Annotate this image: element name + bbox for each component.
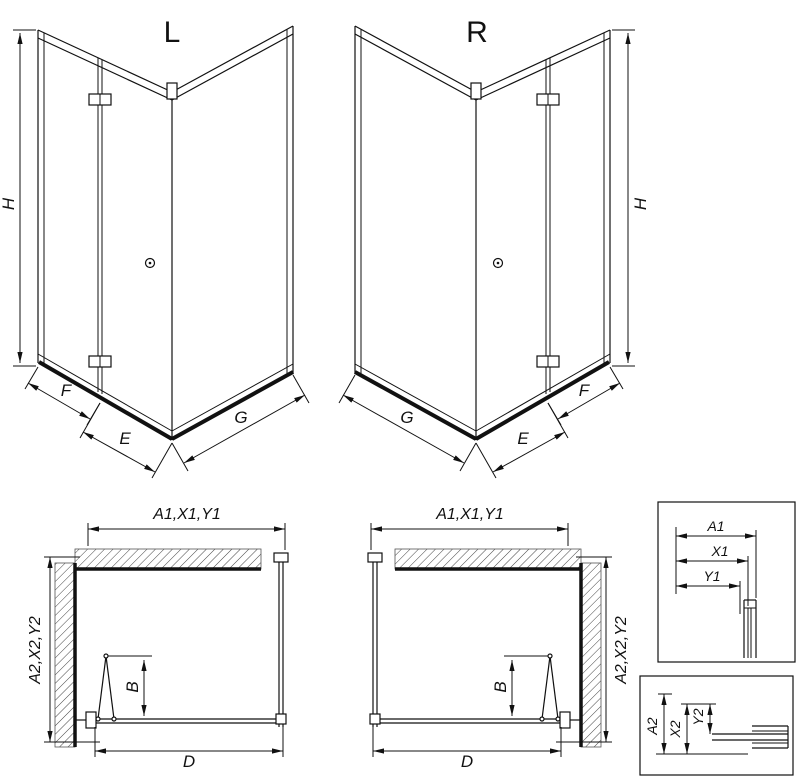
right-3d-dimensions: H F E G [338,29,650,479]
detail-frame [639,675,794,776]
left-plan-view: A1,X1,Y1 B D [27,506,289,771]
wall-profile-bracket [367,552,383,563]
left-3d-view: L [0,16,310,479]
right-3d-view: R [338,16,650,479]
corner-bracket [166,82,178,100]
corner-connector [275,713,287,725]
dim-label-y2: Y2 [690,708,706,725]
detail-box-top: A1 X1 Y1 [657,501,796,663]
dim-label-f-left: F [61,381,73,400]
dim-label-g-right: G [400,408,413,427]
dim-label-h-left: H [0,197,18,210]
dim-label-d-left-plan: D [183,752,195,771]
right-plan-view: A1,X1,Y1 B D A2,X2,Y2 [367,506,630,771]
dim-label-width-right-plan: A1,X1,Y1 [435,506,504,523]
detail-frame [657,501,796,663]
wall-side [580,562,602,748]
wall-profile-section [743,599,757,658]
dim-label-d-right-plan: D [461,752,473,771]
dim-label-e-right: E [517,429,529,448]
dim-label-width-left-plan: A1,X1,Y1 [152,506,221,523]
view-label-right: R [466,16,488,49]
door-hinge-profile [559,711,571,729]
door-hinge-profile [85,711,97,729]
dim-label-f-right: F [579,381,591,400]
dim-label-y1: Y1 [703,568,720,584]
bottom-rail-section [712,725,789,749]
left-3d-structure [37,25,294,441]
corner-connector [369,713,381,725]
wall-top [394,548,582,570]
dim-label-g-left: G [234,408,247,427]
dim-label-h-right: H [631,197,650,210]
dim-label-e-left: E [119,429,131,448]
dim-label-depth-left-plan: A2,X2,Y2 [27,616,44,685]
wall-side [54,562,76,748]
wall-profile-bracket [273,552,289,563]
wall-top [74,548,262,570]
corner-bracket [470,82,482,100]
dim-label-a2: A2 [644,717,660,735]
right-3d-structure [354,25,611,441]
dim-label-b-right-plan: B [491,681,510,692]
dim-label-b-left-plan: B [123,681,142,692]
left-plan-structure [75,552,289,729]
dim-label-a1: A1 [706,518,724,534]
view-label-left: L [164,16,181,49]
detail-box-bottom: A2 X2 Y2 [639,675,794,776]
dim-label-x1: X1 [710,543,728,559]
right-plan-structure [367,552,581,729]
dim-label-x2: X2 [667,720,683,738]
dim-label-depth-right-plan: A2,X2,Y2 [613,616,630,685]
left-3d-dimensions: H F E G [0,29,310,479]
